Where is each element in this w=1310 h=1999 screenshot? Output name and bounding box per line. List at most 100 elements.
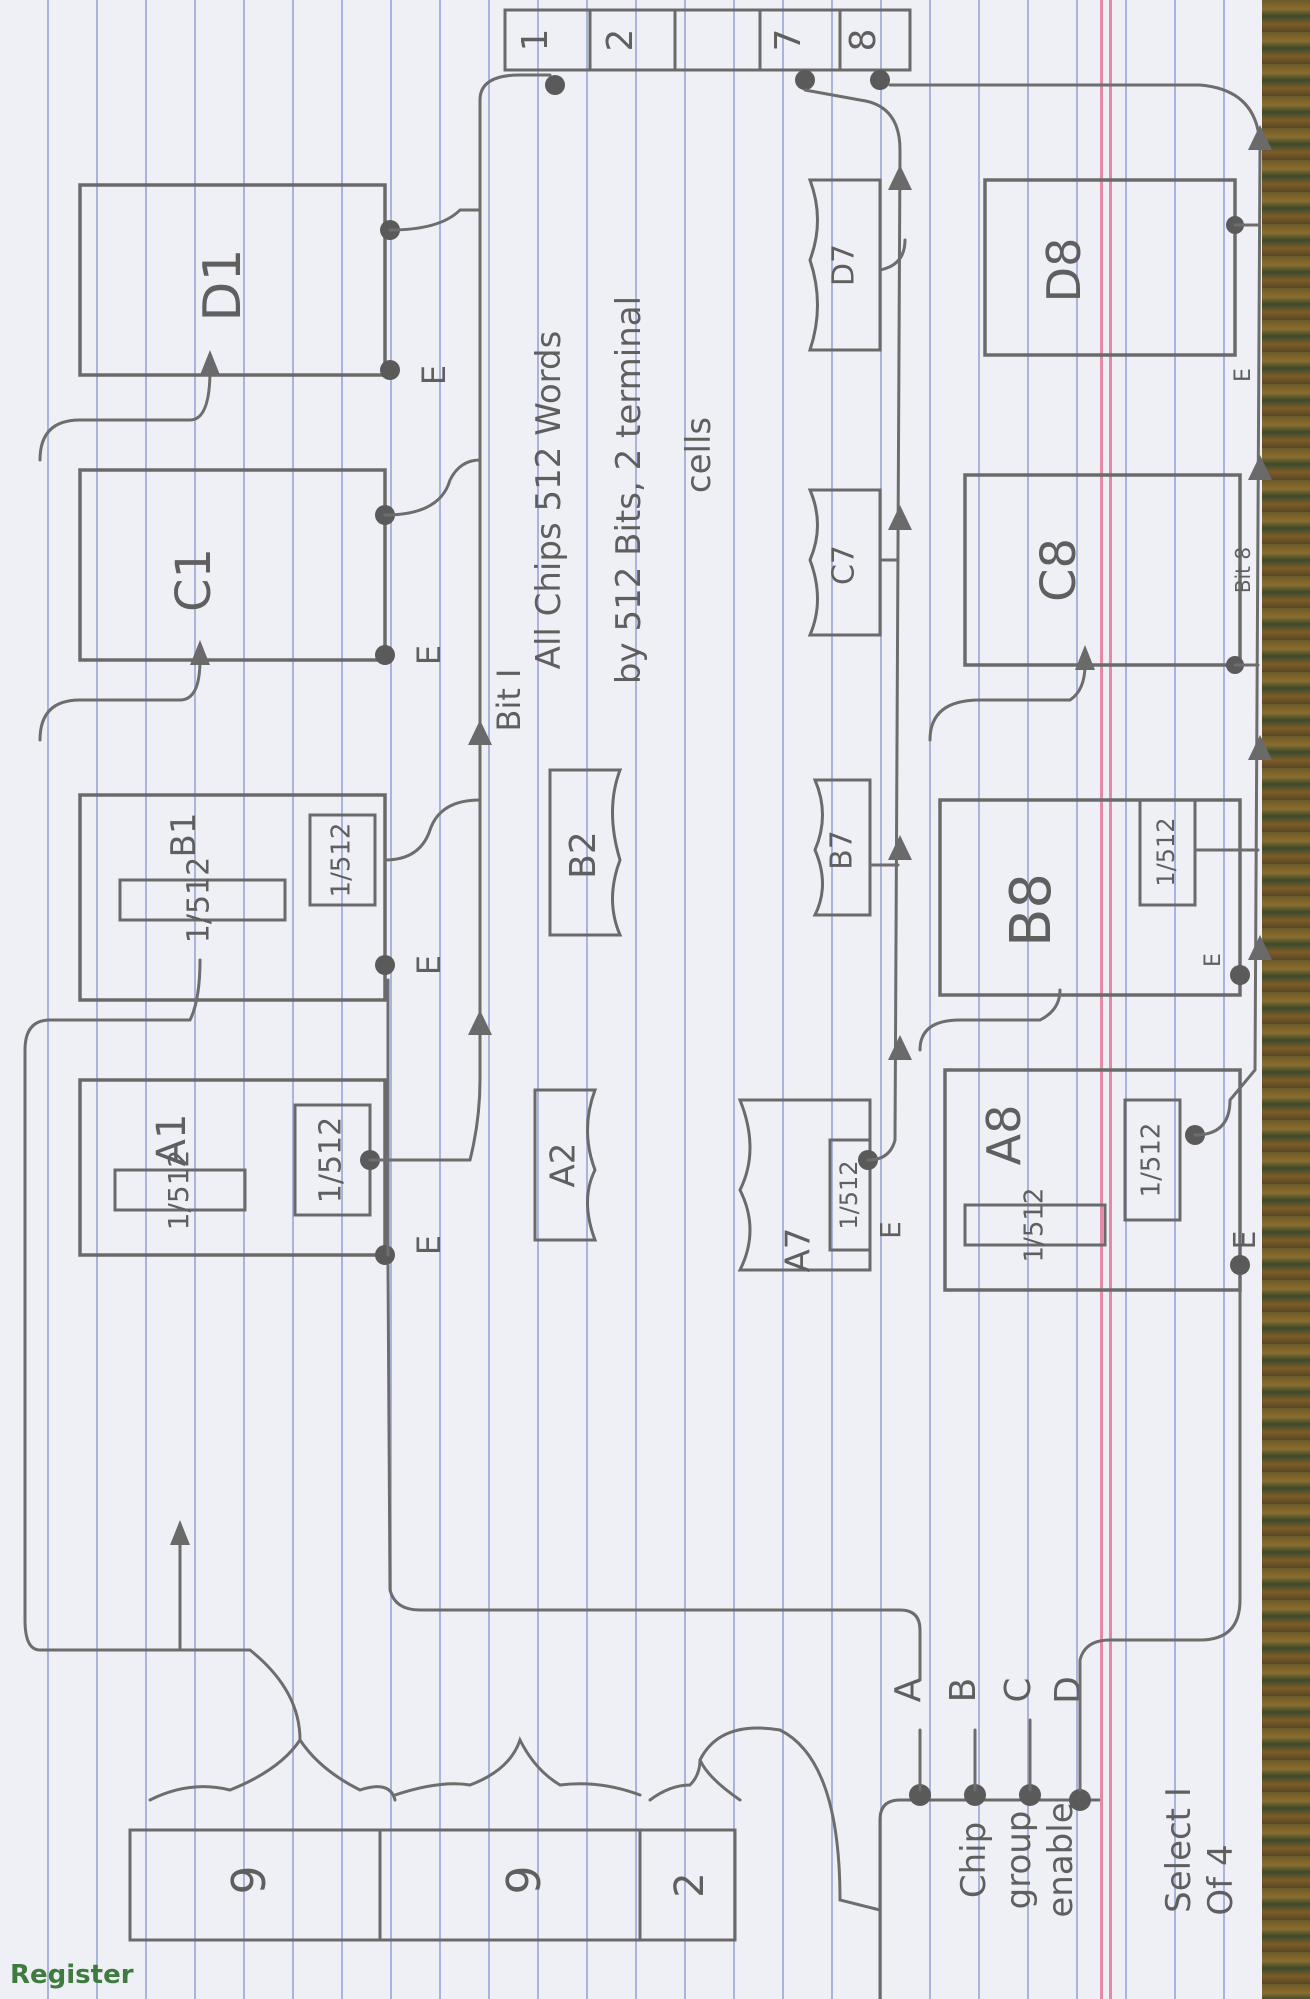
chip-a7-enable: E [874, 1221, 907, 1239]
chip-b1-enable: E [410, 955, 448, 975]
output-cell-1-dot [545, 75, 565, 95]
chip-b1-col-addr: 1/512 [327, 823, 357, 898]
row-address-bus [25, 960, 300, 1740]
chip-b1-enable-dot [375, 955, 395, 975]
chip-d8-box [985, 180, 1235, 355]
output-cell-7-dot [795, 70, 815, 90]
bit1-label: Bit I [490, 669, 528, 732]
chip-c1-enable: E [410, 645, 448, 665]
chip-c1-enable-dot [375, 645, 395, 665]
bit7-arrow-1 [888, 1035, 912, 1060]
note-line-2: by 512 Bits, 2 terminal [609, 296, 649, 684]
chip-c1-box [80, 470, 385, 660]
c1-row-address-wire [40, 660, 200, 740]
chip-a2-name: A2 [544, 1143, 584, 1188]
register-field-2: 9 [497, 1865, 551, 1894]
note: All Chips 512 Words by 512 Bits, 2 termi… [529, 296, 719, 684]
chip-b8: 1/512 B8 E [940, 800, 1250, 995]
bit1-arrow-2 [468, 720, 492, 745]
enable-output-b: B [943, 1678, 984, 1703]
note-line-1: All Chips 512 Words [529, 331, 569, 670]
bit1-arrow-1 [468, 1010, 492, 1035]
enable-label-line-2: group [999, 1811, 1039, 1910]
register-footer-label: Register [10, 1960, 134, 1990]
chip-a8-name: A8 [977, 1105, 1031, 1166]
bit8-arrow-2 [1248, 735, 1272, 760]
enable-output-a: A [888, 1677, 929, 1702]
chip-b1-row-addr: 1/512 [182, 857, 217, 943]
chip-c1-name: C1 [166, 548, 222, 612]
chip-c8-box [965, 475, 1240, 665]
c8-row-address-arrow [1075, 645, 1095, 670]
chip-a1-name: A1 [149, 1114, 195, 1167]
enable-output-d-dot [1069, 1789, 1091, 1811]
enable-label-line-1: Chip [954, 1822, 994, 1898]
chip-b2-name: B2 [563, 831, 604, 879]
select-wire [700, 1728, 880, 1910]
chip-a7: A7 1/512 E [740, 1100, 907, 1272]
register-field-1: 9 [222, 1865, 276, 1894]
chip-d1-enable-dot [380, 360, 400, 380]
d1-data-wire [390, 210, 480, 230]
brace-field-2 [395, 1740, 640, 1795]
chip-c8: C8 [965, 475, 1244, 674]
chip-b8-enable: E [1201, 953, 1226, 967]
chip-d1-name: D1 [193, 248, 253, 321]
d1-row-address-arrow [200, 350, 220, 375]
chip-a8-enable-dot [1230, 1255, 1250, 1275]
enable-output-c: C [998, 1677, 1039, 1702]
output-cell-8-label: 8 [843, 29, 884, 52]
chip-b8-name: B8 [999, 873, 1064, 947]
c1-data-wire [385, 460, 480, 515]
enable-output-d: D [1048, 1676, 1089, 1704]
chip-b8-enable-dot [1230, 965, 1250, 985]
c8-row-address-wire [930, 665, 1085, 740]
chip-a8-col-addr: 1/512 [1137, 1123, 1167, 1198]
bit8-label: Bit 8 [1231, 547, 1255, 593]
chip-b1-name: B1 [164, 813, 204, 858]
chip-c8-name: C8 [1031, 538, 1087, 602]
chip-d7: D7 [810, 180, 880, 350]
select-of-label: Of 4 [1201, 1844, 1241, 1915]
output-cell-2-label: 2 [600, 29, 641, 52]
chip-a8-box [945, 1070, 1240, 1290]
select-label: Select I [1159, 1787, 1199, 1913]
chip-a8-row-addr: 1/512 [1020, 1188, 1050, 1263]
bit7-arrow-2 [888, 835, 912, 860]
c1-row-address-arrow [190, 640, 210, 665]
output-cell-8-dot [870, 70, 890, 90]
enable-label-line-3: enable [1041, 1802, 1081, 1917]
chip-a1-enable-dot [375, 1245, 395, 1265]
note-line-3: cells [679, 417, 719, 493]
output-cell-gap [675, 10, 760, 70]
chip-c7: C7 [810, 490, 880, 635]
chip-d8: D8 E [985, 180, 1256, 382]
chip-a7-name: A7 [779, 1228, 819, 1273]
chip-b1: 1/512 1/512 B1 E [80, 795, 448, 1000]
chip-b7-name: B7 [825, 830, 860, 870]
chip-a1-col-addr: 1/512 [314, 1117, 349, 1203]
chip-c1: C1 E [80, 470, 448, 665]
chip-group-enable: Chip group enable Select I Of 4 A B C D [700, 1676, 1241, 1999]
chip-b7: B7 [815, 780, 870, 915]
chip-d8-enable: E [1231, 368, 1256, 382]
chip-a2: A2 [535, 1090, 595, 1240]
output-cell-1-label: 1 [515, 29, 556, 52]
chip-d1: D1 E [80, 185, 453, 385]
bit7-arrow-4 [888, 165, 912, 190]
register-field-3: 2 [667, 1872, 713, 1897]
chip-a8: 1/512 1/512 A8 E [945, 1070, 1263, 1290]
chip-a1: 1/512 1/512 A1 E [80, 1080, 448, 1265]
bit7-arrow-3 [888, 505, 912, 530]
chip-d8-name: D8 [1037, 238, 1091, 303]
brace-field-3 [650, 1760, 740, 1800]
b1-data-wire [385, 800, 480, 860]
chip-d1-enable: E [415, 365, 453, 385]
output-cell-7-label: 7 [768, 29, 809, 52]
bit8-arrow-3 [1248, 455, 1272, 480]
enable-a-wire [388, 1265, 920, 1680]
d1-row-address-wire [40, 370, 210, 460]
b8-row-address-wire [920, 990, 1060, 1050]
chip-d7-name: D7 [827, 244, 862, 286]
